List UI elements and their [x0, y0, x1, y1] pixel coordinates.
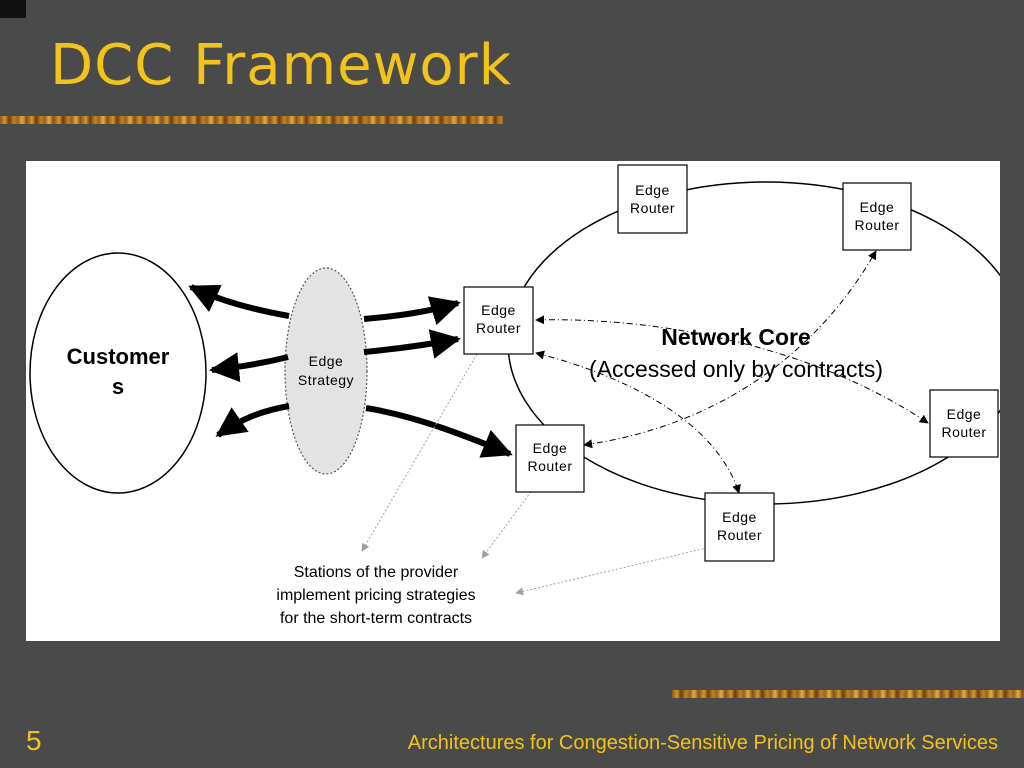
arrow-strategy-to-router-lower: [365, 405, 513, 458]
network-core-subtitle: (Accessed only by contracts): [588, 356, 883, 382]
arrow-strategy-to-router-middle: [363, 329, 461, 359]
link-router-center-to-top-right: [583, 250, 877, 449]
edge-strategy-line2: Strategy: [297, 372, 355, 388]
arrow-strategy-to-router-top: [363, 296, 461, 326]
slide-footer: Architectures for Congestion-Sensitive P…: [407, 732, 998, 754]
link-router-left-to-bottom: [535, 350, 741, 494]
router-label-top-right: Edge Router: [843, 198, 911, 234]
edge-strategy-line1: Edge: [308, 353, 344, 369]
pointer-left-router: [361, 346, 482, 552]
router-box-top-center: [617, 164, 688, 234]
router-label-line1: Edge: [481, 302, 516, 318]
router-box-right: [929, 389, 999, 458]
customers-ellipse: [29, 252, 207, 494]
note-line1: Stations of the provider: [293, 564, 459, 581]
edge-strategy-label: Edge Strategy: [286, 352, 366, 390]
note-line2: implement pricing strategies: [276, 587, 476, 604]
router-label-line2: Router: [716, 527, 763, 543]
router-label-line1: Edge: [859, 199, 895, 215]
customers-label-line2: s: [111, 374, 125, 399]
router-box-center: [515, 424, 585, 493]
network-core-title: Network Core: [661, 324, 811, 350]
note-line3: for the short-term contracts: [279, 610, 473, 627]
arrow-strategy-to-customers-middle: [209, 352, 289, 383]
router-label-bottom: Edge Router: [705, 508, 774, 544]
pointer-center-router: [481, 465, 551, 559]
link-router-left-to-right-mid: [535, 315, 929, 424]
router-label-top-center: Edge Router: [618, 181, 687, 217]
customers-label-line1: Customer: [66, 344, 170, 369]
slide-number: 5: [26, 725, 42, 756]
diagram-svg: [29, 164, 1000, 596]
router-label-line2: Router: [854, 217, 900, 233]
router-label-line1: Edge: [722, 509, 757, 525]
router-label-line2: Router: [475, 320, 522, 336]
edge-strategy-ellipse: [284, 267, 368, 475]
router-label-center: Edge Router: [516, 439, 584, 475]
router-label-line2: Router: [527, 458, 573, 474]
footer-stripe: [672, 690, 1024, 698]
provider-stations-note: Stations of the provider implement prici…: [226, 561, 526, 630]
router-label-line1: Edge: [635, 182, 670, 198]
title-underline-stripe: [0, 116, 503, 124]
arrow-strategy-to-customers-top: [188, 284, 290, 319]
customers-label: Customer s: [48, 342, 188, 402]
router-label-line2: Router: [629, 200, 676, 216]
router-box-left: [463, 286, 534, 355]
pointer-bottom-router: [515, 544, 720, 596]
slide-title: DCC Framework: [50, 33, 513, 98]
router-label-line1: Edge: [946, 406, 982, 422]
router-label-line1: Edge: [532, 440, 568, 456]
router-box-bottom: [704, 492, 775, 562]
diagram-canvas: Customer s Edge Strategy Network Core (A…: [26, 161, 1000, 641]
corner-mark: [0, 0, 26, 18]
router-label-right: Edge Router: [930, 405, 998, 441]
router-label-left: Edge Router: [464, 301, 533, 337]
router-box-top-right: [842, 182, 912, 251]
arrow-strategy-to-customers-bottom: [215, 403, 290, 438]
router-label-line2: Router: [941, 424, 987, 440]
